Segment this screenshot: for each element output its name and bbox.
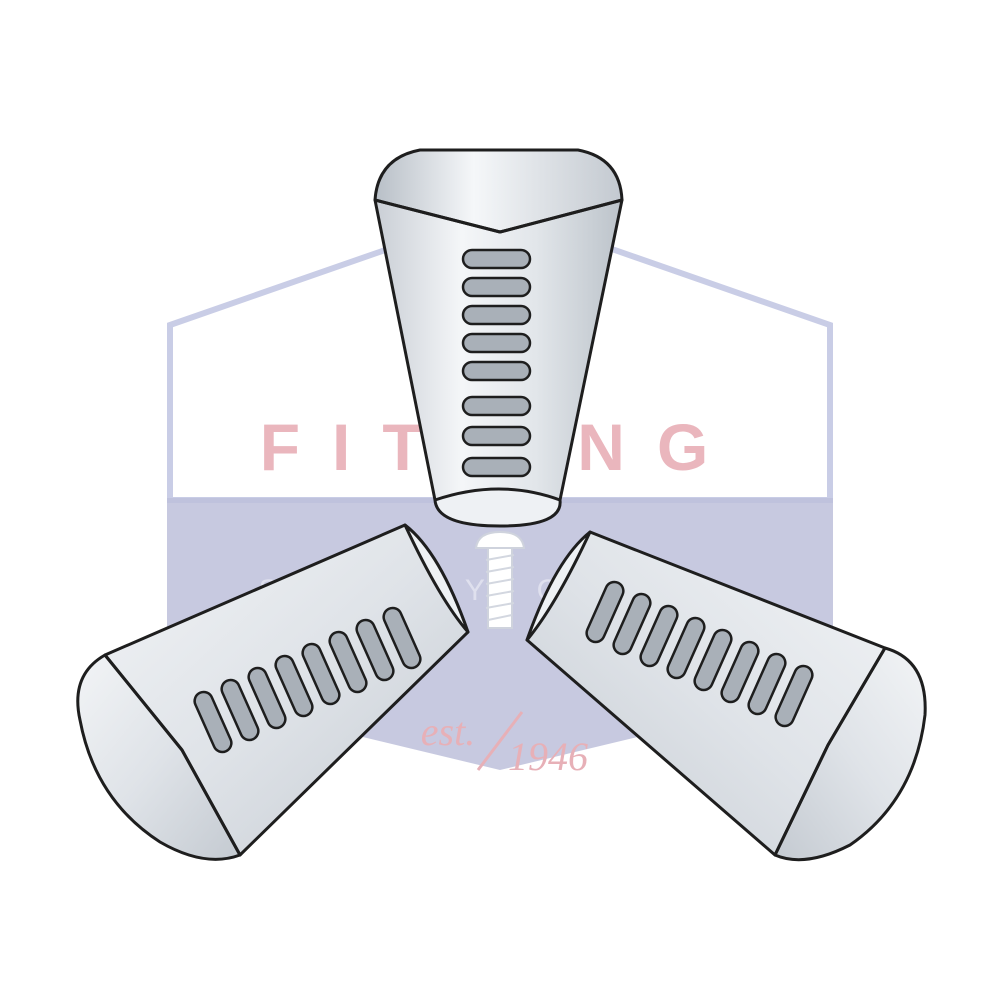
wing-top xyxy=(373,148,624,528)
grip-slot xyxy=(461,456,532,478)
wing-left xyxy=(76,523,470,861)
grip-slot xyxy=(585,580,625,644)
grip-slot xyxy=(747,652,787,716)
watermark-year: 1946 xyxy=(508,734,588,779)
watermark-divider-slash xyxy=(476,711,524,771)
wing-right-grip-slots xyxy=(585,580,814,728)
wing-left-end-cap xyxy=(76,653,242,861)
grip-slot xyxy=(328,630,368,694)
grip-slot xyxy=(193,690,233,754)
grip-slot xyxy=(461,304,532,326)
grip-slot xyxy=(220,678,260,742)
grip-slot xyxy=(666,616,706,680)
wing-right-tip xyxy=(525,530,592,642)
watermark-est-label: est. xyxy=(421,709,475,754)
grip-slot xyxy=(382,606,422,670)
screw xyxy=(474,530,526,629)
wing-left-tip xyxy=(403,523,470,634)
wing-right-bevel xyxy=(773,647,887,856)
grip-slot xyxy=(639,604,679,668)
wing-top-grip-slots xyxy=(461,248,532,478)
wing-left-bevel xyxy=(103,654,242,856)
grip-slot xyxy=(720,640,760,704)
grip-slot xyxy=(461,425,532,447)
grip-slot xyxy=(274,654,314,718)
grip-slot xyxy=(301,642,341,706)
grip-slot xyxy=(461,332,532,354)
screw-shank xyxy=(487,547,513,629)
grip-slot xyxy=(247,666,287,730)
wing-left-grip-slots xyxy=(193,606,422,754)
grip-slot xyxy=(461,360,532,382)
wing-top-bevel xyxy=(374,198,623,234)
grip-slot xyxy=(461,276,532,298)
grip-slot xyxy=(461,248,532,270)
grip-slot xyxy=(355,618,395,682)
wing-top-cap xyxy=(373,148,624,234)
grip-slot xyxy=(612,592,652,656)
wing-right xyxy=(525,530,927,862)
grip-slot xyxy=(461,395,532,417)
screw-head xyxy=(474,530,526,549)
wing-right-end-cap xyxy=(773,646,927,862)
grip-slot xyxy=(693,628,733,692)
screw-threads xyxy=(485,554,515,621)
grip-slot xyxy=(774,664,814,728)
wing-top-base xyxy=(433,487,562,528)
